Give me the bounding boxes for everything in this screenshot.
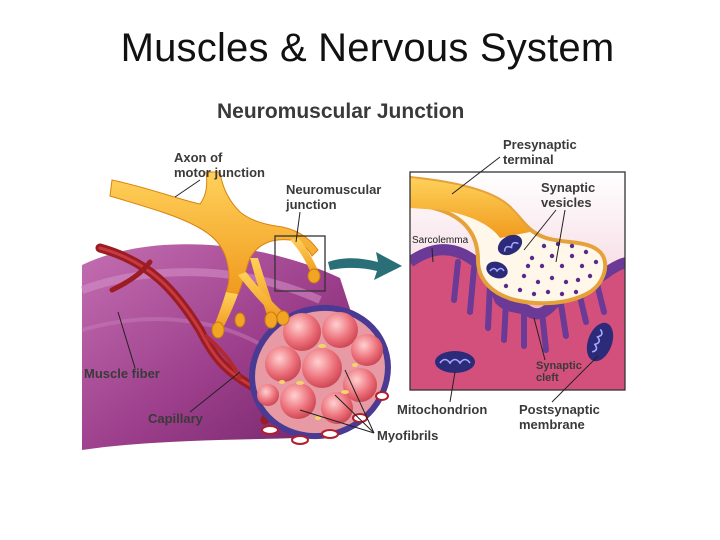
label-cleft-line1: Synaptic [536, 360, 582, 372]
label-nmj-line1: Neuromuscular [286, 182, 382, 197]
label-axon: Axon of motor junction [174, 150, 265, 180]
label-presynaptic-line1: Presynaptic [503, 137, 577, 152]
diagram-heading: Neuromuscular Junction [217, 100, 465, 123]
leader-lines [117, 156, 599, 434]
label-presynaptic-terminal: Presynaptic terminal [503, 137, 577, 167]
label-postsynaptic-line1: Postsynaptic [519, 402, 600, 417]
label-postsynaptic-membrane: Postsynaptic membrane [519, 402, 600, 432]
slide-title: Muscles & Nervous System [120, 26, 615, 70]
label-synaptic-cleft: Synaptic cleft [536, 360, 582, 384]
synaptic-vesicle-dots [503, 241, 599, 297]
myofibril-circles [257, 312, 383, 424]
label-sarcolemma: Sarcolemma [412, 235, 469, 246]
motor-axon [109, 171, 321, 339]
muscle-cross-section [249, 304, 391, 445]
label-nmj-line2: junction [286, 197, 337, 212]
label-vesicles-line1: Synaptic [541, 180, 596, 195]
synapse-inset [409, 171, 626, 391]
terminal-mitochondria [486, 234, 523, 279]
label-capillary: Capillary [148, 411, 203, 426]
label-synaptic-vesicles: Synaptic vesicles [541, 180, 595, 210]
mitochondria-dots [279, 344, 358, 420]
nmj-highlight-box [274, 235, 326, 292]
label-presynaptic-line2: terminal [503, 152, 554, 167]
label-axon-line1: Axon of [174, 150, 223, 165]
label-neuromuscular-junction: Neuromuscular junction [286, 182, 381, 212]
label-mitochondrion: Mitochondrion [397, 402, 488, 417]
label-postsynaptic-line2: membrane [519, 417, 585, 432]
label-muscle-fiber: Muscle fiber [84, 366, 160, 381]
muscle-mitochondria [435, 322, 614, 373]
label-axon-line2: motor junction [174, 165, 265, 180]
label-myofibrils: Myofibrils [377, 428, 439, 443]
label-vesicles-line2: vesicles [541, 195, 592, 210]
label-cleft-line2: cleft [536, 372, 559, 384]
zoom-arrow [328, 252, 402, 280]
